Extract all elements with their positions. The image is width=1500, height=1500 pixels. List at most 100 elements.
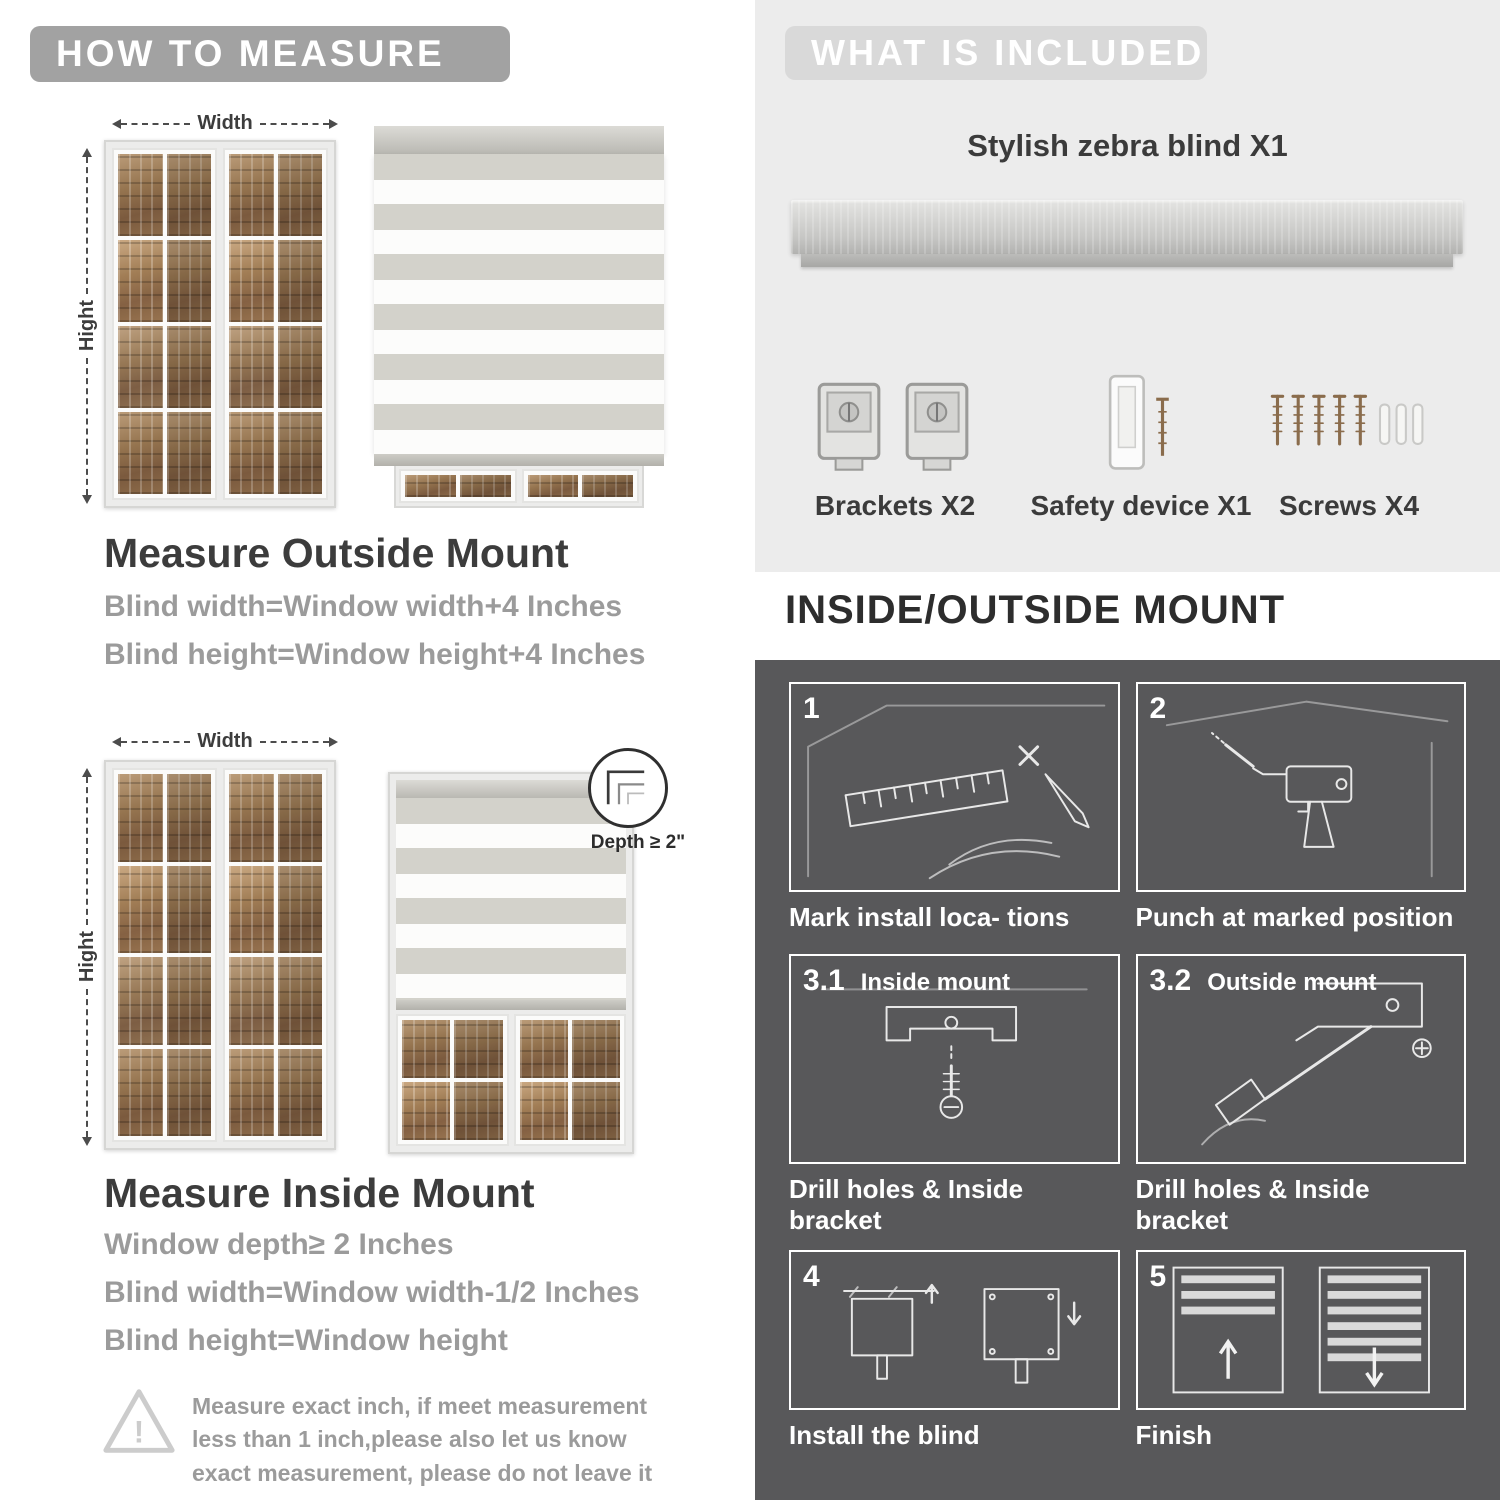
window-corner-icon (606, 770, 645, 805)
step-number: 2 (1149, 692, 1167, 725)
height-arrow: Hight (76, 768, 98, 1146)
window-pane (229, 154, 274, 236)
window-pane (519, 1082, 568, 1140)
window-pane (118, 957, 163, 1045)
brackets-illustration (813, 378, 973, 476)
window-pane (277, 240, 322, 322)
window-pane (571, 1082, 620, 1140)
window-panes-below-blind (396, 1014, 626, 1146)
window-pane (166, 240, 211, 322)
window-pane (166, 1048, 211, 1136)
width-arrow: Width (112, 112, 339, 135)
window-pane (582, 475, 633, 497)
arrow-up-icon (82, 148, 92, 157)
install-blind-illustration (843, 1283, 1082, 1384)
step-number: 3.2 (1149, 964, 1192, 997)
window-pane (229, 1048, 274, 1136)
window-pane (277, 412, 322, 494)
height-arrow: Hight (76, 148, 98, 504)
step-3-1: 3.1 Inside mount Drill h (789, 954, 1120, 1236)
step-heading: 3.2 Outside mount (1150, 964, 1377, 998)
window-pane (166, 326, 211, 408)
step-sub-label: Inside mount (860, 969, 1011, 996)
screws-label: Screws X4 (1278, 490, 1420, 521)
step-caption: Drill holes & Inside bracket (789, 1174, 1024, 1235)
inside-outside-mount-title: INSIDE/OUTSIDE MOUNT (785, 588, 1286, 632)
inside-mount-line-3: Blind height=Window height (104, 1324, 508, 1357)
blind-headrail (374, 126, 664, 154)
step-4: 4 Install the bli (789, 1250, 1120, 1458)
window-pane (527, 475, 579, 497)
step-4-panel: 4 (789, 1250, 1120, 1410)
inside-mounted-blind (396, 780, 626, 1010)
window-pane (277, 957, 322, 1045)
outside-mount-line-1: Blind width=Window width+4 Inches (104, 590, 623, 623)
window-pane (118, 412, 163, 494)
step-2: 2 Punch at marked position (1135, 682, 1466, 940)
window-pane (118, 1048, 163, 1136)
inside-mount-line-1: Window depth≥ 2 Inches (104, 1228, 454, 1261)
depth-callout-label: Depth ≥ 2" (590, 832, 686, 853)
height-label: Hight (75, 300, 98, 352)
window-pane (454, 1020, 503, 1078)
width-label: Width (197, 730, 253, 752)
window-pane (277, 774, 322, 862)
window-pane (229, 326, 274, 408)
window-pane (402, 1020, 451, 1078)
window-pane (454, 1082, 503, 1140)
step-caption: Punch at marked position (1135, 902, 1454, 932)
drill-illustration (1165, 700, 1448, 878)
mount-header-band: INSIDE/OUTSIDE MOUNT (755, 572, 1500, 660)
step-caption: Install the blind (789, 1420, 980, 1450)
bracket-icon (905, 382, 969, 471)
mark-locations-illustration (807, 704, 1106, 880)
window-pane (166, 865, 211, 953)
window-pane (277, 865, 322, 953)
inside-mount-line-2: Blind width=Window width-1/2 Inches (104, 1276, 640, 1309)
step-number: 1 (803, 692, 820, 725)
outside-mount-title: Measure Outside Mount (104, 530, 569, 576)
step-5: 5 (1135, 1250, 1466, 1458)
how-to-measure-panel: HOW TO MEASURE Width Hight Measure Outsi… (0, 0, 725, 1500)
window-pane (118, 865, 163, 953)
what-is-included-panel: WHAT IS INCLUDED Stylish zebra blind X1 (755, 0, 1500, 572)
bracket-icon (817, 382, 881, 471)
window-pane (229, 240, 274, 322)
window-pane (166, 957, 211, 1045)
step-1-panel: 1 (789, 682, 1120, 892)
zebra-blind-label: Stylish zebra blind X1 (967, 128, 1288, 163)
screws-icon (1270, 394, 1424, 446)
step-caption: Drill holes & Inside bracket (1135, 1174, 1370, 1235)
arrow-up-icon (82, 768, 92, 777)
arrow-left-icon (112, 736, 121, 747)
step-number: 4 (803, 1260, 820, 1293)
window-pane (166, 154, 211, 236)
zebra-blind-illustration-outside (374, 126, 664, 508)
window-illustration-outside (104, 140, 336, 508)
height-label: Hight (75, 931, 98, 983)
window-pane (459, 475, 511, 497)
window-pane (118, 774, 163, 862)
window-pane (166, 774, 211, 862)
how-to-measure-header: HOW TO MEASURE (30, 26, 510, 82)
warning-exclamation: ! (134, 1414, 144, 1449)
window-pane (402, 1082, 451, 1140)
step-number: 3.1 (803, 964, 845, 997)
step-3-2-panel: 3.2 Outside mount (1135, 954, 1466, 1164)
arrow-right-icon (329, 736, 339, 747)
outside-mount-line-2: Blind height=Window height+4 Inches (104, 638, 646, 671)
window-pane (229, 957, 274, 1045)
step-caption: Finish (1135, 1420, 1213, 1450)
arrow-down-icon (82, 1137, 92, 1146)
zebra-blind-headrail-illustration (791, 200, 1463, 267)
steps-grid: 1 Mark install loca- tions (789, 682, 1466, 1458)
inside-bracket-illustration (820, 988, 1088, 1119)
outside-bracket-illustration (1200, 982, 1432, 1146)
safety-device-label: Safety device X1 (1030, 490, 1252, 521)
window-pane (229, 412, 274, 494)
arrow-down-icon (82, 495, 92, 504)
window-pane (118, 154, 163, 236)
step-3-1-panel: 3.1 Inside mount (789, 954, 1120, 1164)
zebra-blind-illustration-inside (388, 772, 634, 1154)
mount-steps-panel: 1 Mark install loca- tions (755, 660, 1500, 1500)
